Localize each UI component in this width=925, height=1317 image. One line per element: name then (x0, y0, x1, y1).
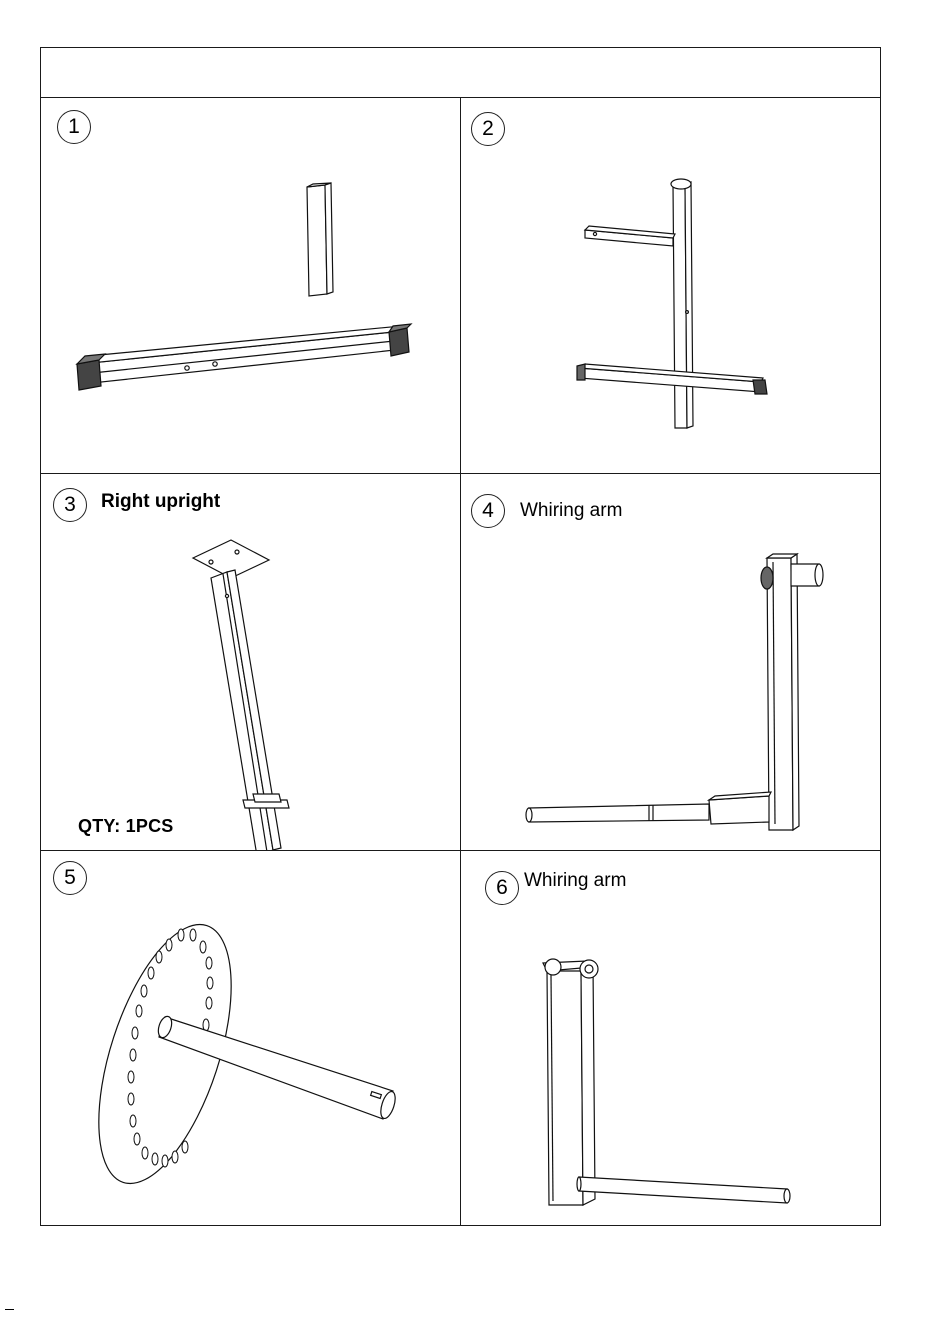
quantity-label: QTY: 1PCS (78, 816, 173, 837)
right-upright-drawing (41, 474, 461, 851)
whiring-arm-drawing (461, 474, 881, 851)
parts-sheet: 1 2 (40, 47, 881, 1226)
part-cell-2: 2 (461, 98, 881, 474)
part-cell-1: 1 (41, 98, 461, 474)
corner-mark (5, 1309, 14, 1310)
part-cell-4: 4 Whiring arm (461, 474, 881, 851)
part-cell-3: 3 Right upright QTY: 1PCS (41, 474, 461, 851)
part-cell-5: 5 (41, 851, 461, 1226)
sheet-header (41, 48, 880, 98)
disc-with-shaft-drawing (41, 851, 461, 1226)
left-upright-frame-drawing (461, 98, 881, 474)
whiring-arm-drawing (461, 851, 881, 1226)
part-cell-6: 6 Whiring arm (461, 851, 881, 1226)
t-base-frame-drawing (41, 98, 461, 474)
